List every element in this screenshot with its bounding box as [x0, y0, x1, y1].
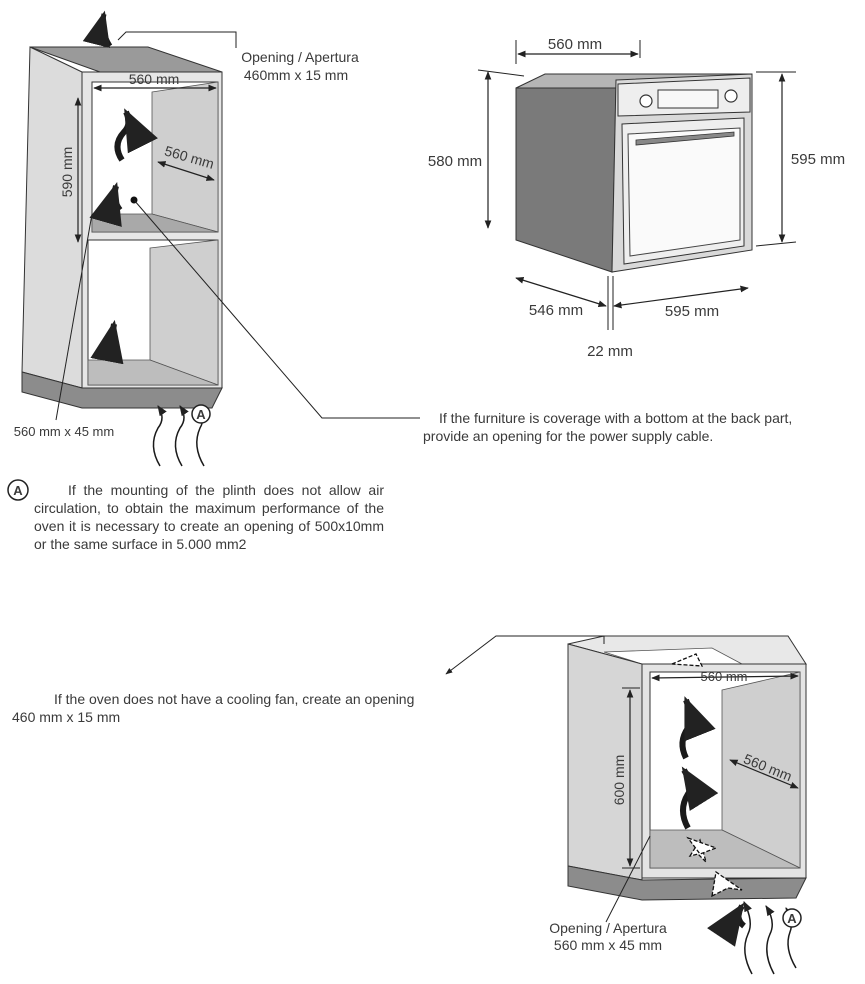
tall-width-label: 560 mm: [129, 71, 180, 87]
base-marker-a: A: [787, 911, 797, 926]
base-opening-title: Opening / Apertura: [549, 920, 667, 936]
fan-note: If the oven does not have a cooling fan,…: [12, 690, 452, 726]
base-height-label: 600 mm: [611, 755, 627, 806]
oven-knob-left-icon: [639, 94, 653, 108]
tall-top-opening-size: 460mm x 15 mm: [244, 67, 348, 83]
tall-height-label: 590 mm: [59, 147, 75, 198]
airflow-arrows: [82, 10, 208, 467]
oven-door-thickness-label: 22 mm: [587, 343, 633, 360]
base-dashed-arrow-icons: [671, 653, 743, 898]
base-opening-size: 560 mm x 45 mm: [553, 937, 663, 953]
base-airflow-arrows: [679, 696, 797, 975]
oven-width-label: 560 mm: [548, 36, 602, 53]
plinth-note: If the mounting of the plinth does not a…: [34, 482, 384, 552]
note-marker-a-icon: A: [7, 479, 29, 501]
base-width-label: 560 mm: [701, 669, 748, 684]
tall-bottom-opening-label: 560 mm x 45 mm: [14, 424, 114, 439]
fan-note-line1: If the oven does not have a cooling fan,…: [54, 691, 415, 707]
marker-a-icon: A: [191, 404, 211, 424]
note-marker-a: A: [13, 483, 23, 498]
oven: 560 mm 580 mm 595 mm 546 mm 595 mm 22 mm: [428, 36, 845, 360]
tall-top-opening-title: Opening / Apertura: [241, 49, 359, 65]
base-cabinet: 560 mm 560 mm 600 mm A: [445, 635, 807, 975]
oven-height-right-label: 595 mm: [791, 151, 845, 168]
fan-note-line2: 460 mm x 15 mm: [12, 709, 121, 725]
oven-handle-icon: [635, 131, 735, 146]
oven-knob-right-icon: [724, 89, 738, 103]
oven-depth-label: 546 mm: [529, 302, 583, 319]
oven-height-left-label: 580 mm: [428, 153, 482, 170]
cable-note-line1: If the furniture is coverage with a bott…: [439, 410, 793, 426]
cable-note: If the furniture is coverage with a bott…: [423, 409, 843, 445]
oven-front-width-label: 595 mm: [665, 303, 719, 320]
cable-note-line2: provide an opening for the power supply …: [423, 428, 714, 444]
tall-cabinet: Opening / Apertura 460mm x 15 mm 560 mm …: [14, 10, 420, 467]
tall-marker-a: A: [196, 407, 206, 422]
base-opening-caption: Opening / Apertura 560 mm x 45 mm: [528, 920, 688, 954]
base-marker-a-icon: A: [782, 908, 802, 928]
